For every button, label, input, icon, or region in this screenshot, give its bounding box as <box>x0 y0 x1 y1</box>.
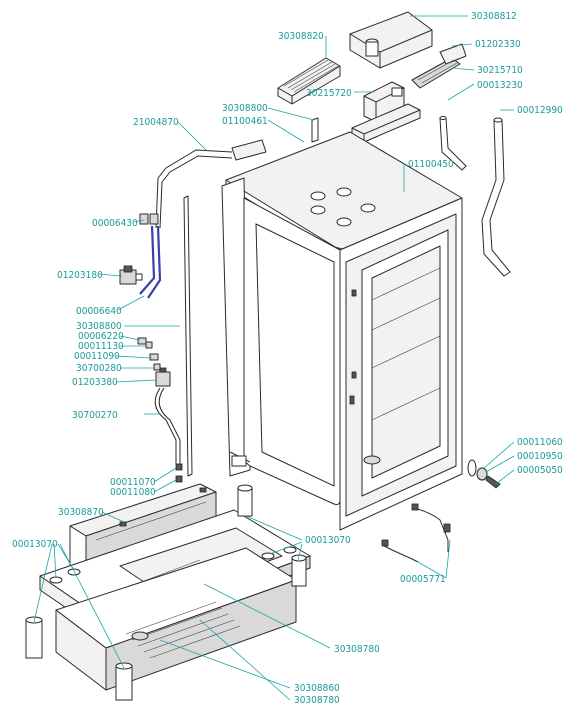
blue-hose-part <box>139 213 162 299</box>
fittings-part <box>137 337 161 371</box>
top-cover-part <box>349 11 433 69</box>
solenoid-valve-part <box>119 265 143 285</box>
label-00005771: 00005771 <box>400 574 446 585</box>
label-30308860: 30308860 <box>294 683 340 694</box>
label-01100450: 01100450 <box>408 159 454 170</box>
label-00005050: 00005050 <box>517 465 563 476</box>
label-00011130: 00011130 <box>78 341 124 352</box>
corner-post-part <box>311 117 319 143</box>
label-00013070-left: 00013070 <box>12 539 58 550</box>
label-21004870: 21004870 <box>133 117 179 128</box>
label-00006640: 00006640 <box>76 306 122 317</box>
label-30308780-bottom: 30308780 <box>294 695 340 706</box>
label-01203380: 01203380 <box>72 377 118 388</box>
label-30308820: 30308820 <box>278 31 324 42</box>
heating-element-part <box>411 43 467 89</box>
label-00012990: 00012990 <box>517 105 563 116</box>
part-labels: 30308812 30308820 01202330 30215710 0001… <box>12 11 563 706</box>
label-01100461: 01100461 <box>222 116 268 127</box>
pressure-switch-part <box>155 367 171 387</box>
short-pipe-part <box>439 116 467 171</box>
cabinet-body-part <box>221 131 463 531</box>
foot-cap-parts <box>467 459 501 489</box>
label-00011080: 00011080 <box>110 487 156 498</box>
label-30308870: 30308870 <box>58 507 104 518</box>
label-30215710: 30215710 <box>477 65 523 76</box>
label-30308800-top: 30308800 <box>222 103 268 114</box>
label-30308780-mid: 30308780 <box>334 644 380 655</box>
label-00013070-right: 00013070 <box>305 535 351 546</box>
label-00013230: 00013230 <box>477 80 523 91</box>
label-00006430: 00006430 <box>92 218 138 229</box>
label-00011060: 00011060 <box>517 437 563 448</box>
cable-part <box>154 387 183 483</box>
label-00011090: 00011090 <box>74 351 120 362</box>
wiring-harness-part <box>381 503 451 563</box>
label-00011070: 00011070 <box>110 477 156 488</box>
label-00010950: 00010950 <box>517 451 563 462</box>
label-30308812: 30308812 <box>471 11 517 22</box>
label-00006220: 00006220 <box>78 331 124 342</box>
bottom-tray-part <box>55 547 297 691</box>
gasket-strip-part <box>183 195 193 477</box>
label-30308800-side: 30308800 <box>76 321 122 332</box>
label-30700270: 30700270 <box>72 410 118 421</box>
leader-lines <box>33 15 515 701</box>
long-pipe-part <box>481 117 511 277</box>
label-01202330: 01202330 <box>475 39 521 50</box>
drain-hose-part <box>155 139 267 229</box>
label-30215720: 30215720 <box>306 88 352 99</box>
label-30700280: 30700280 <box>76 363 122 374</box>
label-01203180: 01203180 <box>57 270 103 281</box>
